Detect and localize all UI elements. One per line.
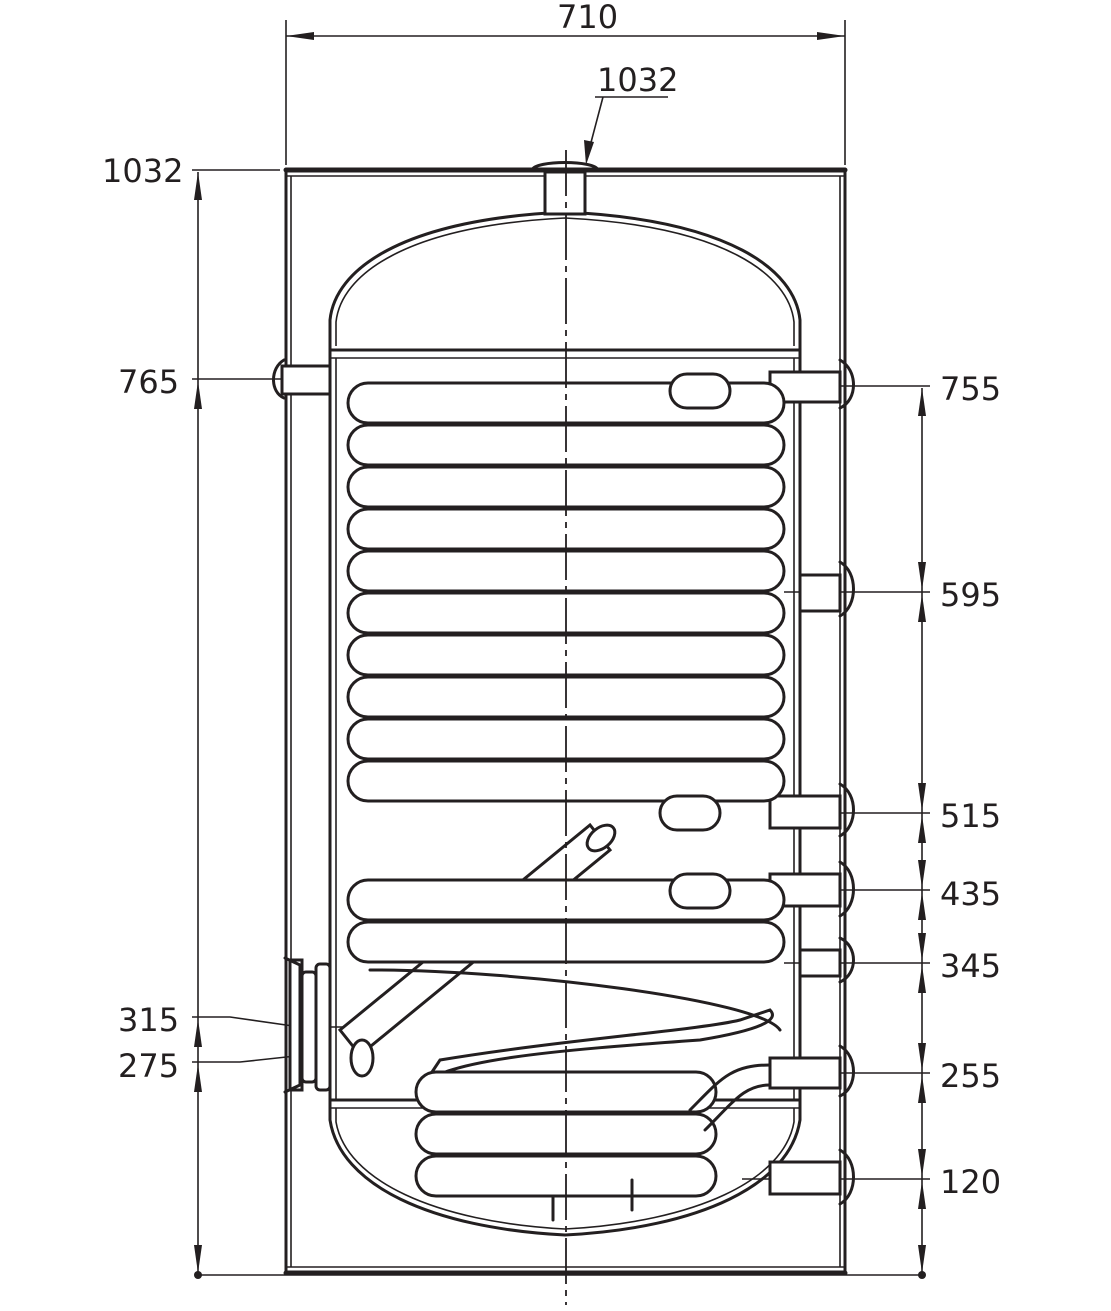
top-outlet [530,161,600,216]
overall-width-label: 710 [557,0,618,36]
connection-120 [768,1148,855,1206]
connection-765-left [272,358,332,400]
connection-345 [798,936,855,984]
top-outlet-label: 1032 [597,61,678,99]
connection-255 [768,1044,855,1098]
left-connection-label: 765 [118,363,179,401]
left-connection-label: 315 [118,1001,179,1039]
dimension-labels: 710 1032 1032 765 315 275 755 595 515 43… [102,0,1001,1201]
connection-595 [798,560,855,618]
right-connection-label: 435 [940,875,1001,913]
right-connection-label: 255 [940,1057,1001,1095]
upper-heating-coil [346,372,786,832]
right-connection-label: 345 [940,947,1001,985]
right-connection-label: 120 [940,1163,1001,1201]
left-connection-label: 275 [118,1047,179,1085]
overall-height-label: 1032 [102,152,183,190]
right-connection-label: 755 [940,370,1001,408]
right-connection-label: 515 [940,797,1001,835]
right-connection-label: 595 [940,576,1001,614]
connection-515 [768,782,855,838]
inspection-flange [283,956,375,1094]
